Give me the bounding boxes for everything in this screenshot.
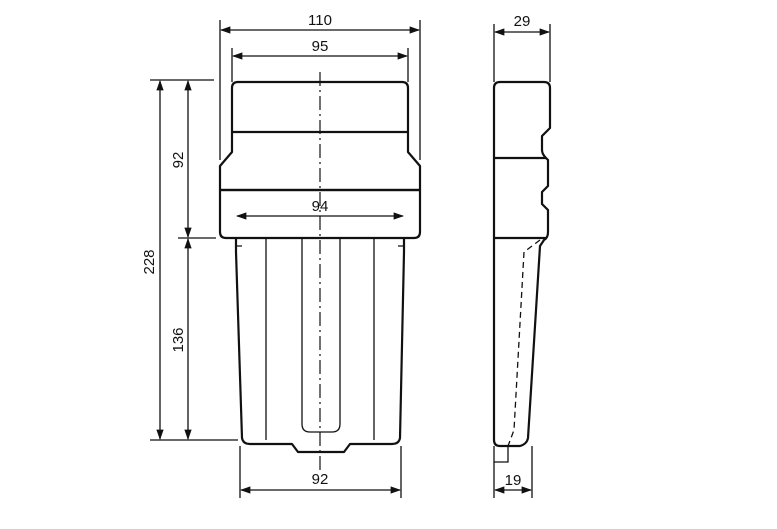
dimensions: 110 95 94 92 228 92 136 29 (141, 12, 551, 498)
side-hidden-edge (507, 239, 541, 447)
front-prong-left-inner (301, 238, 341, 433)
dim-136-label: 136 (170, 327, 187, 352)
dim-95-label: 95 (312, 38, 329, 55)
front-side-tab-left (235, 238, 242, 247)
dim-228-label: 228 (141, 249, 158, 274)
front-upper-outline (218, 80, 422, 192)
front-side-tab-right (398, 238, 405, 247)
side-foot (493, 446, 509, 463)
side-outline (492, 80, 552, 448)
front-middle-band (218, 188, 422, 240)
dim-94-label: 94 (312, 198, 329, 215)
dim-29-label: 29 (514, 13, 531, 30)
front-view (218, 72, 422, 470)
side-view (492, 80, 552, 463)
front-comb-body (234, 238, 406, 454)
dim-92b-label: 92 (312, 471, 329, 488)
dim-110-label: 110 (308, 12, 332, 29)
dim-92-label: 92 (170, 152, 187, 169)
dim-19-label: 19 (505, 472, 522, 489)
